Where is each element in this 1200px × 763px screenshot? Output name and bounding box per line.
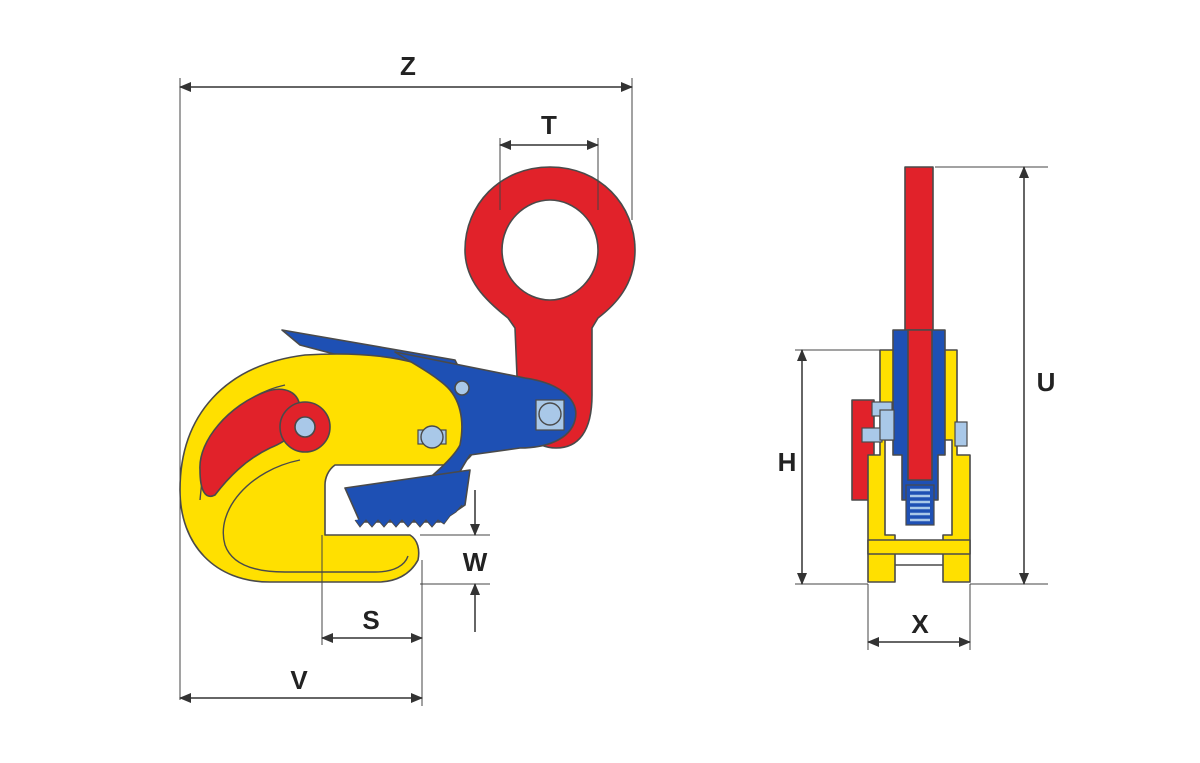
lifting-eye [464, 166, 636, 449]
jaw-teeth [354, 504, 463, 528]
dimension-labels: Z T W S V U H X [290, 51, 1055, 695]
clamp-front-view [851, 166, 971, 583]
label-s: S [362, 605, 379, 635]
front-spring [905, 484, 935, 526]
front-yellow-base [867, 539, 971, 555]
lever-pin [454, 380, 470, 396]
clamp-side-view [179, 166, 636, 583]
label-z: Z [400, 51, 416, 81]
label-v: V [290, 665, 308, 695]
cam-pivot-pin [294, 416, 316, 438]
label-w: W [463, 547, 488, 577]
shackle-bolt [535, 399, 565, 431]
label-x: X [911, 609, 929, 639]
front-red-strap [907, 329, 933, 481]
front-bolts [861, 401, 968, 447]
serrated-jaw [344, 469, 471, 528]
dimension-lines [179, 78, 1048, 706]
front-yellow-plate-right [941, 349, 971, 583]
label-t: T [541, 110, 557, 140]
label-u: U [1037, 367, 1056, 397]
label-h: H [778, 447, 797, 477]
jaw-bolt [417, 425, 447, 449]
